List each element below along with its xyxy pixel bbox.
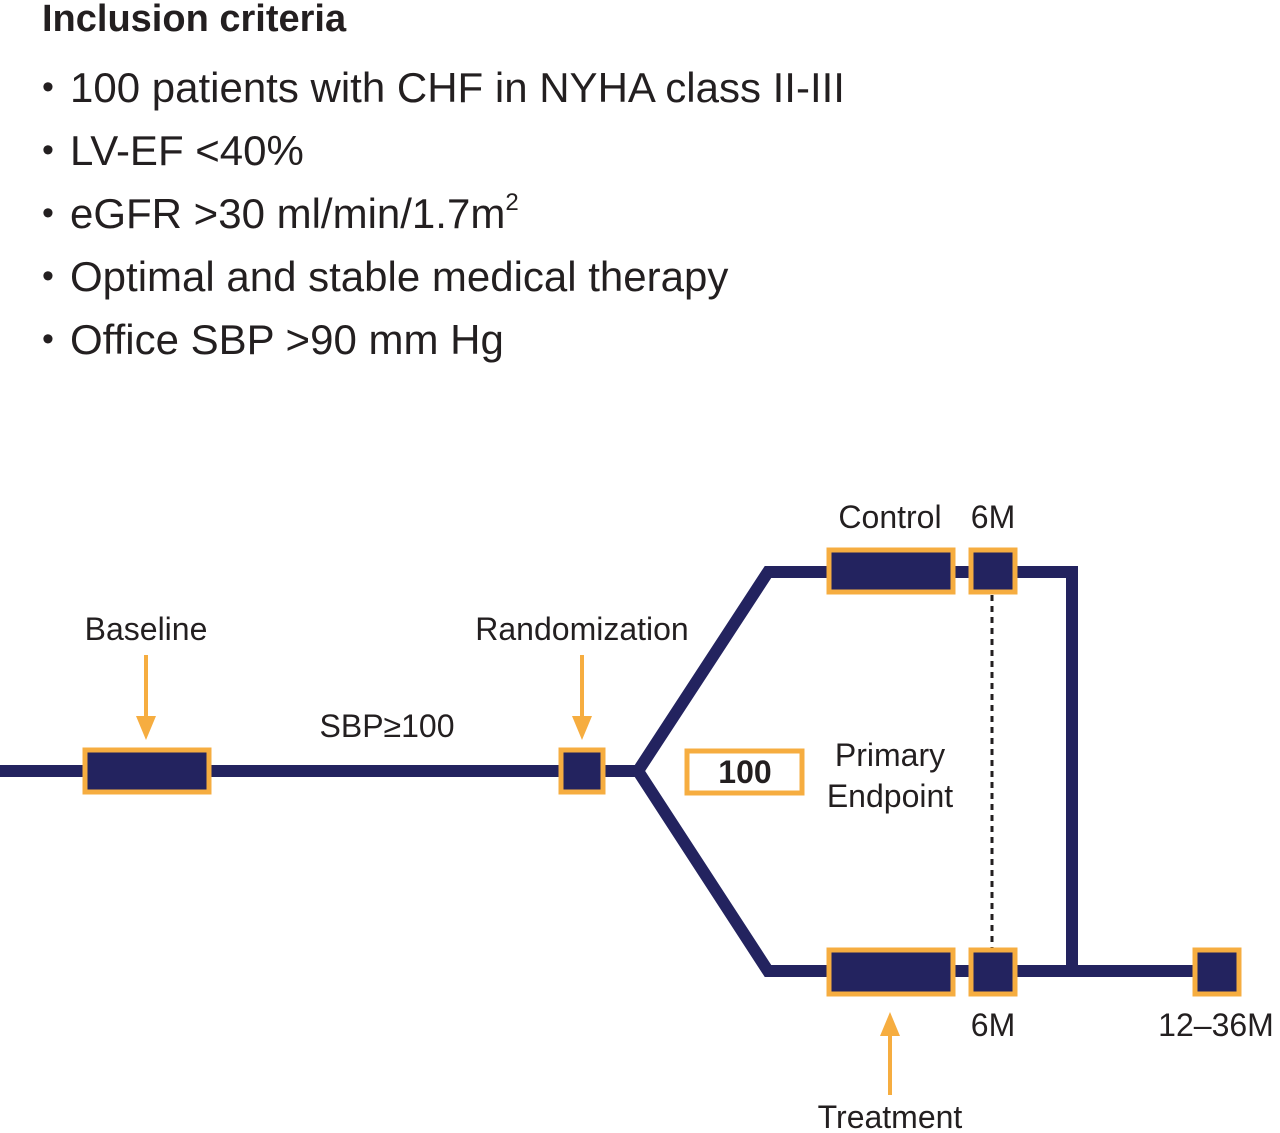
control-6m-label: 6M [971,499,1015,535]
bullet: • [42,131,54,169]
criteria-item: • 100 patients with CHF in NYHA class II… [42,56,845,119]
primary-endpoint-label-line1: Primary [835,737,945,773]
control-box [826,547,956,595]
baseline-arrow [136,655,156,740]
followup-label: 12–36M [1158,1007,1274,1043]
criteria-item-text: LV-EF <40% [70,127,304,174]
bullet: • [42,194,54,232]
baseline-label: Baseline [85,611,208,647]
treatment-label: Treatment [818,1099,963,1133]
control-6m-box [968,547,1018,595]
randomization-box [558,747,606,795]
bullet: • [42,257,54,295]
randomization-arrow [572,655,592,740]
control-label: Control [838,499,941,535]
criteria-item-text: eGFR >30 ml/min/1.7m [70,190,506,237]
patients-box [684,748,805,796]
treatment-6m-box [968,947,1018,997]
treatment-branch-line [632,767,1218,977]
criteria-item: • Optimal and stable medical therapy [42,245,845,308]
patients-count: 100 [718,754,771,790]
criteria-item-text: Optimal and stable medical therapy [70,253,729,300]
followup-box [1192,947,1242,997]
baseline-box [82,747,212,795]
treatment-6m-label: 6M [971,1007,1015,1043]
criteria-item-text: Office SBP >90 mm Hg [70,316,504,363]
criteria-item-text: 100 patients with CHF in NYHA class II-I… [70,64,845,111]
criteria-item: • LV-EF <40% [42,119,845,182]
criteria-item-sup: 2 [505,189,519,216]
primary-endpoint-label-line2: Endpoint [827,778,953,814]
criteria-title: Inclusion criteria [42,0,347,40]
randomization-label: Randomization [475,611,688,647]
bullet: • [42,320,54,358]
treatment-arrow [880,1012,900,1095]
bullet: • [42,68,54,106]
sbp-threshold-label: SBP≥100 [320,708,455,744]
criteria-item: • eGFR >30 ml/min/1.7m2 [42,182,845,245]
criteria-list: • 100 patients with CHF in NYHA class II… [42,56,845,371]
criteria-item: • Office SBP >90 mm Hg [42,308,845,371]
treatment-box [826,947,956,997]
